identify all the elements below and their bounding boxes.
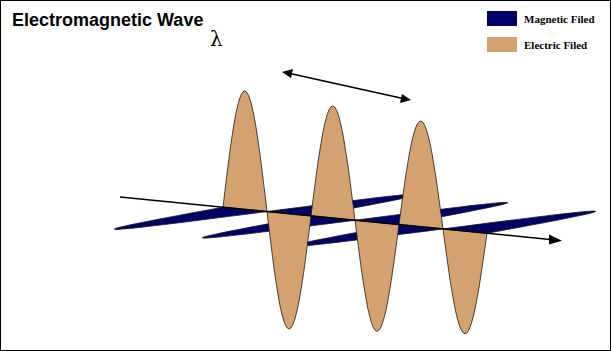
axis-arrowhead — [549, 234, 562, 244]
diagram-title: Electromagnetic Wave — [12, 10, 203, 31]
wavelength-symbol: λ — [210, 27, 223, 51]
electric-lobe — [399, 121, 443, 229]
wavelength-arrow — [282, 69, 411, 103]
electric-lobe — [311, 106, 355, 220]
legend-swatch — [487, 11, 517, 26]
magnetic-lobe — [114, 207, 267, 229]
legend-text: Magnetic Filed — [524, 13, 595, 25]
electric-lobe — [223, 91, 267, 212]
legend-text: Electric Filed — [524, 39, 587, 51]
magnetic-lobe — [443, 211, 596, 233]
propagation-axis — [120, 197, 550, 240]
legend-swatch — [487, 37, 517, 52]
electric-lobe — [355, 220, 399, 331]
electric-lobe — [443, 229, 487, 334]
electric-lobe — [267, 212, 311, 330]
